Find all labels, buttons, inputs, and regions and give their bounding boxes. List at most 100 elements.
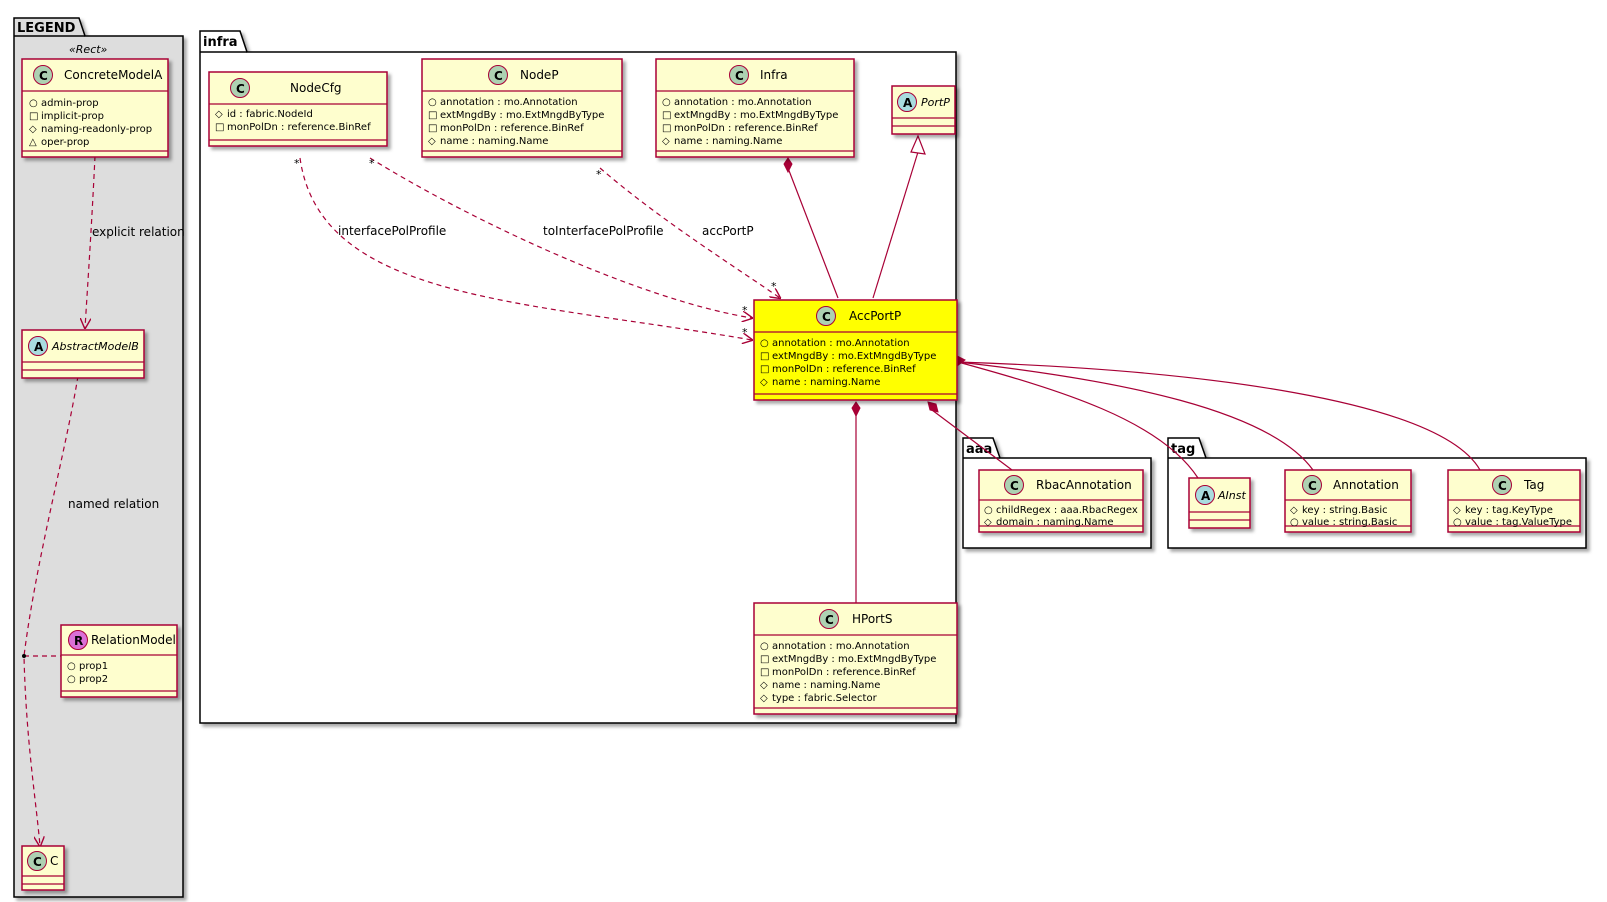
class-accportp: C AccPortP ○ annotation : mo.Annotation … [753,299,958,401]
class-name: Infra [760,68,788,82]
accportp-label: accPortP [702,224,754,238]
legend-stereotype: «Rect» [69,43,108,56]
portp-generalization-line [872,151,919,299]
tointerfacepolprofile-line [369,157,752,318]
class-attr: annotation : mo.Annotation [440,97,578,108]
class-abstractmodelb: A AbstractModelB [21,329,145,379]
class-name: AInst [1217,489,1246,502]
ainst-composition-line [957,361,1199,479]
class-name: ConcreteModelA [64,68,163,82]
accportp-line [599,167,780,298]
class-c-icon [729,65,749,85]
class-attr: monPolDn : reference.BinRef [227,122,371,133]
class-attr: annotation : mo.Annotation [772,338,910,349]
private-icon: □ [760,351,769,362]
class-relationmodel: R RelationModel ○ prop1 ○ prop2 [60,624,178,698]
svg-text:R: R [74,634,83,648]
private-icon: □ [662,110,671,121]
public-icon: ○ [1290,517,1299,528]
multiplicity-star: * [596,168,602,181]
annotation-composition-line [957,361,1314,471]
public-icon: ○ [428,97,437,108]
class-attr: monPolDn : reference.BinRef [674,123,818,134]
private-icon: □ [428,123,437,134]
package-icon: △ [29,137,37,148]
class-attr: admin-prop [41,98,99,109]
class-attr: annotation : mo.Annotation [674,97,812,108]
class-tag: C Tag ◇ key : tag.KeyType ○ value : tag.… [1447,469,1581,533]
class-attr: annotation : mo.Annotation [772,641,910,652]
class-attr: type : fabric.Selector [772,693,878,704]
class-attr: prop2 [79,674,108,685]
svg-text:C: C [1308,479,1317,493]
svg-text:C: C [236,82,245,96]
class-attr: name : naming.Name [772,680,880,691]
class-attr: extMngdBy : mo.ExtMngdByType [674,110,838,121]
class-concretemodela: «Rect» C ConcreteModelA ○ admin-prop □ i… [21,43,169,158]
public-icon: ○ [760,641,769,652]
class-attr: name : naming.Name [440,136,548,147]
protected-icon: ◇ [29,124,37,135]
protected-icon: ◇ [760,377,768,388]
explicit-relation-label: explicit relation [92,225,185,239]
class-annotation: C Annotation ◇ key : string.Basic ○ valu… [1284,469,1412,533]
abstract-a-icon [897,92,917,112]
class-attr: childRegex : aaa.RbacRegex [996,505,1138,516]
protected-icon: ◇ [1453,505,1461,516]
class-c-icon [230,78,250,98]
class-attr: prop1 [79,661,108,672]
class-c-icon [1004,475,1024,495]
class-c-icon [33,65,53,85]
tag-composition-line [957,361,1481,471]
class-name: RelationModel [91,633,176,647]
class-attr: domain : naming.Name [996,517,1114,528]
multiplicity-star: * [369,157,375,170]
private-icon: □ [662,123,671,134]
class-name: AbstractModelB [51,340,139,353]
class-rbacannotation: C RbacAnnotation ○ childRegex : aaa.Rbac… [978,469,1144,533]
public-icon: ○ [984,505,993,516]
class-c-icon [1302,475,1322,495]
svg-text:C: C [825,613,834,627]
public-icon: ○ [760,338,769,349]
class-attr: monPolDn : reference.BinRef [772,667,916,678]
portp-generalization-triangle [910,134,926,155]
class-c-icon [488,65,508,85]
infra-composition-line [787,167,839,299]
private-icon: □ [428,110,437,121]
named-relation-label: named relation [68,497,159,511]
multiplicity-star: * [742,326,748,339]
rbac-composition-line [931,409,1013,471]
private-icon: □ [215,122,224,133]
public-icon: ○ [1453,517,1462,528]
class-c-icon [819,609,839,629]
class-attr: key : tag.KeyType [1465,505,1553,516]
class-attr: extMngdBy : mo.ExtMngdByType [772,351,936,362]
infra-package-label: infra [203,35,238,50]
class-attr: id : fabric.NodeId [227,109,313,120]
svg-text:C: C [735,69,744,83]
class-attr: extMngdBy : mo.ExtMngdByType [440,110,604,121]
svg-text:A: A [1201,489,1211,503]
class-attr: value : tag.ValueType [1465,517,1572,528]
class-attr: value : string.Basic [1302,517,1397,528]
class-infra: C Infra ○ annotation : mo.Annotation □ e… [655,58,855,158]
class-hports: C HPortS ○ annotation : mo.Annotation □ … [753,602,958,715]
class-name: C [50,854,58,868]
svg-text:C: C [39,69,48,83]
public-icon: ○ [67,674,76,685]
private-icon: □ [760,667,769,678]
class-nodep: C NodeP ○ annotation : mo.Annotation □ e… [421,58,623,158]
class-name: HPortS [852,612,892,626]
abstract-a-icon [28,336,48,356]
class-attr: oper-prop [41,137,89,148]
svg-text:C: C [1010,479,1019,493]
svg-text:C: C [494,69,503,83]
class-name: Annotation [1333,478,1399,492]
class-c-icon [1492,475,1512,495]
class-attr: monPolDn : reference.BinRef [772,364,916,375]
protected-icon: ◇ [428,136,436,147]
class-attr: key : string.Basic [1302,505,1388,516]
class-name: Tag [1523,478,1544,492]
private-icon: □ [760,364,769,375]
